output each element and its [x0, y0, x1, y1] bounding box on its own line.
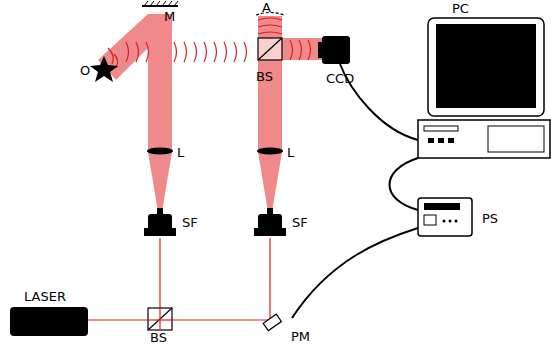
- laser-beam: [88, 238, 272, 320]
- expanded-beam: [98, 14, 324, 212]
- lens-label: L: [287, 146, 294, 159]
- beam-splitter-label: BS: [150, 331, 167, 344]
- laser-source: [10, 307, 88, 336]
- mirror: [142, 1, 178, 6]
- object-star: [90, 56, 118, 82]
- object-label: O: [80, 64, 90, 77]
- laser-label: LASER: [24, 290, 66, 303]
- beam-splitter: [258, 38, 282, 60]
- piezo-mirror: [263, 314, 281, 331]
- power-supply-label: PS: [482, 212, 498, 225]
- lens: [147, 148, 283, 155]
- beam-splitter: [148, 308, 172, 330]
- ccd-camera: [318, 36, 350, 64]
- beam-splitter-label: BS: [256, 70, 273, 83]
- filter-label: SF: [182, 216, 198, 229]
- reference-wave: [256, 13, 284, 35]
- mirror-label: M: [164, 10, 175, 23]
- filter-label: SF: [292, 216, 308, 229]
- lens-label: L: [177, 146, 184, 159]
- power-supply: [418, 198, 472, 236]
- camera-label: CCD: [326, 72, 354, 85]
- piezo-mirror-label: PM: [291, 330, 310, 343]
- computer-label: PC: [452, 2, 469, 15]
- computer: [418, 18, 550, 158]
- cable: [292, 64, 418, 318]
- aperture-label: A: [262, 1, 271, 14]
- spatial-filter: [144, 208, 286, 236]
